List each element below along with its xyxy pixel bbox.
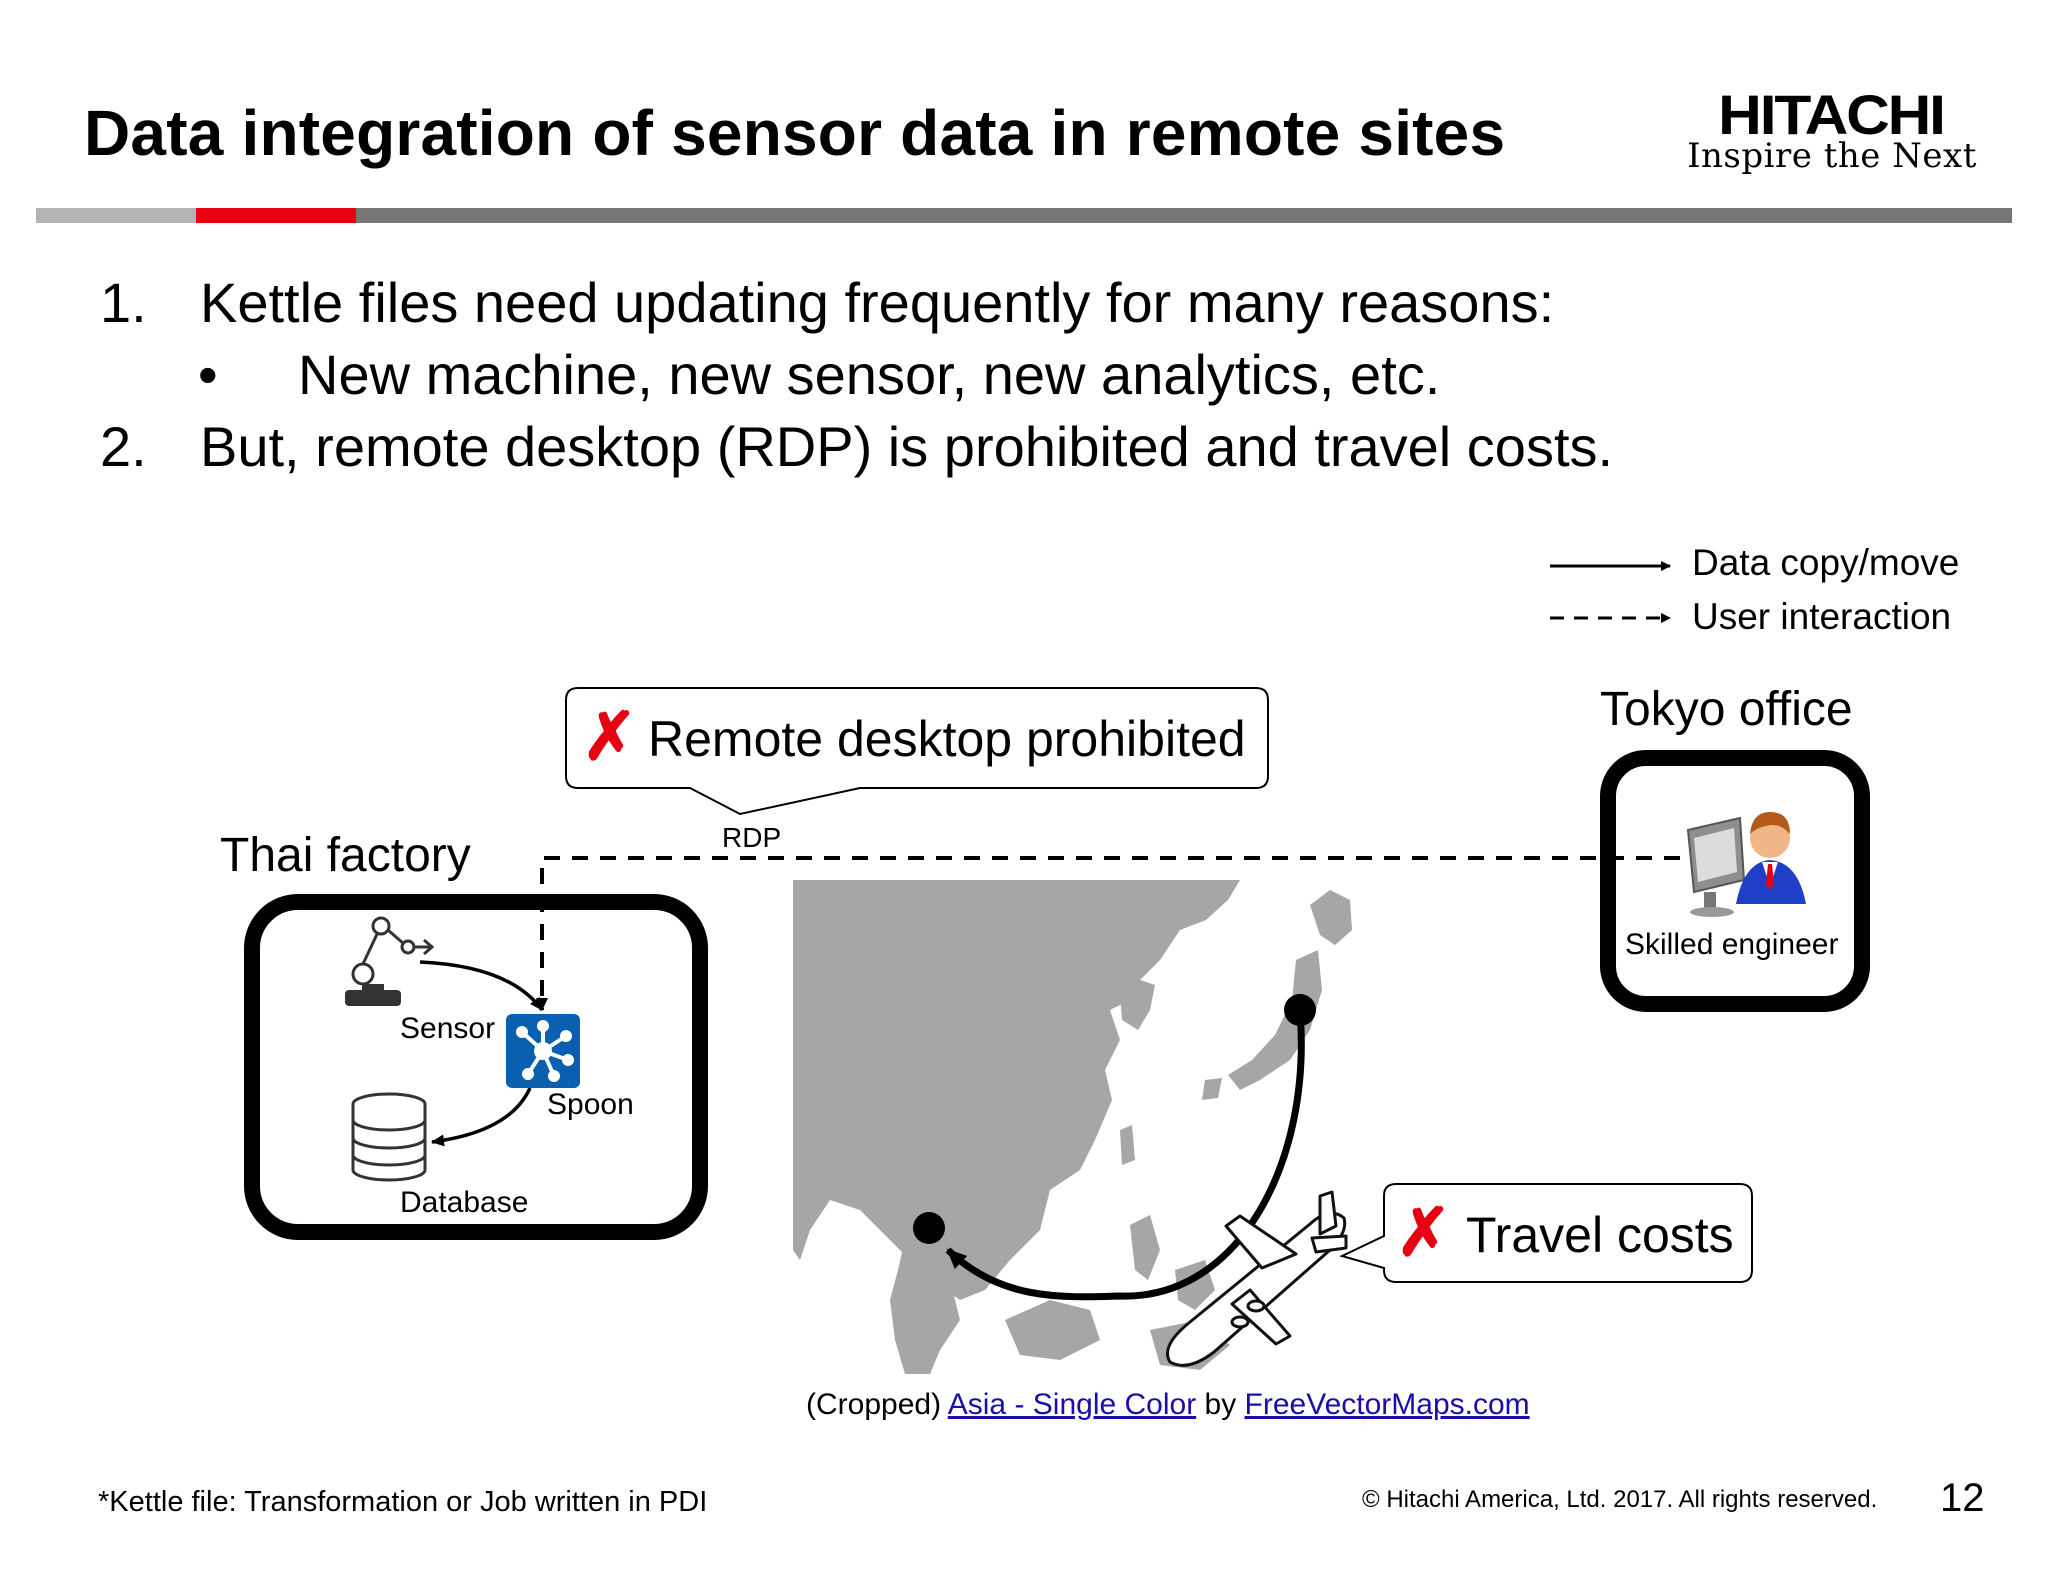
bullet-marker: 1.	[100, 271, 147, 334]
title-rule-light-segment	[36, 208, 196, 223]
asia-map-link[interactable]: Asia - Single Color	[947, 1388, 1197, 1421]
rdp-label: RDP	[722, 822, 782, 853]
copyright: © Hitachi America, Ltd. 2017. All rights…	[1362, 1486, 1878, 1513]
rdp-dashed-arrow	[536, 856, 1680, 1011]
airplane-icon	[1166, 1190, 1348, 1367]
asia-map	[793, 880, 1397, 1374]
spoon-label: Spoon	[547, 1088, 634, 1121]
bullet-item: 1. Kettle files need updating frequently…	[0, 270, 2048, 340]
credit-prefix: (Cropped)	[806, 1388, 948, 1421]
sensor-to-spoon-arrow	[419, 960, 544, 1012]
travel-callout-text: Travel costs	[1466, 1207, 1734, 1263]
travel-callout-bubble	[1339, 1183, 1753, 1283]
thai-factory-title: Thai factory	[220, 829, 471, 882]
legend-dashed-label: User interaction	[1692, 596, 1952, 637]
cross-icon: ✗	[1396, 1195, 1452, 1269]
page-number: 12	[1940, 1476, 1985, 1520]
travel-route-arrow	[945, 1011, 1305, 1301]
bullet-text: Kettle files need updating frequently fo…	[200, 271, 1555, 334]
database-icon	[351, 1092, 427, 1182]
title-rule-red-segment	[196, 208, 356, 223]
legend-arrows	[1550, 561, 1671, 623]
bullet-marker: •	[198, 343, 218, 406]
cross-icon: ✗	[582, 699, 638, 773]
tokyo-office-title: Tokyo office	[1600, 683, 1853, 736]
spoon-icon	[506, 1014, 580, 1088]
footnote: *Kettle file: Transformation or Job writ…	[98, 1486, 708, 1518]
bullet-marker: 2.	[100, 415, 147, 478]
legend-solid-label: Data copy/move	[1692, 542, 1960, 583]
sub-bullet-item: • New machine, new sensor, new analytics…	[0, 342, 2048, 412]
map-credit: (Cropped) Asia - Single Color by FreeVec…	[806, 1388, 1530, 1422]
bullet-item: 2. But, remote desktop (RDP) is prohibit…	[0, 414, 2048, 484]
engineer-label: Skilled engineer	[1625, 928, 1839, 961]
thailand-location-dot	[913, 1212, 945, 1244]
database-label: Database	[400, 1186, 529, 1219]
robot-arm-icon	[345, 916, 435, 1006]
rdp-callout-text: Remote desktop prohibited	[648, 711, 1246, 767]
spoon-to-database-arrow	[431, 1087, 532, 1147]
logo-tagline: Inspire the Next	[1687, 136, 1977, 176]
tokyo-office-box	[1600, 750, 1870, 1012]
engineer-icon	[1686, 812, 1806, 917]
credit-by: by	[1196, 1388, 1245, 1421]
thai-factory-box	[244, 894, 708, 1240]
slide-title: Data integration of sensor data in remot…	[84, 97, 1506, 169]
bullet-text: New machine, new sensor, new analytics, …	[298, 343, 1441, 406]
title-rule	[36, 208, 2012, 223]
freevectormaps-link[interactable]: FreeVectorMaps.com	[1244, 1388, 1530, 1421]
bullet-text: But, remote desktop (RDP) is prohibited …	[200, 415, 1614, 478]
rdp-callout-bubble	[565, 687, 1269, 816]
hitachi-logo: HITACHI	[1718, 83, 1946, 146]
tokyo-location-dot	[1284, 994, 1316, 1026]
sensor-label: Sensor	[400, 1012, 496, 1045]
